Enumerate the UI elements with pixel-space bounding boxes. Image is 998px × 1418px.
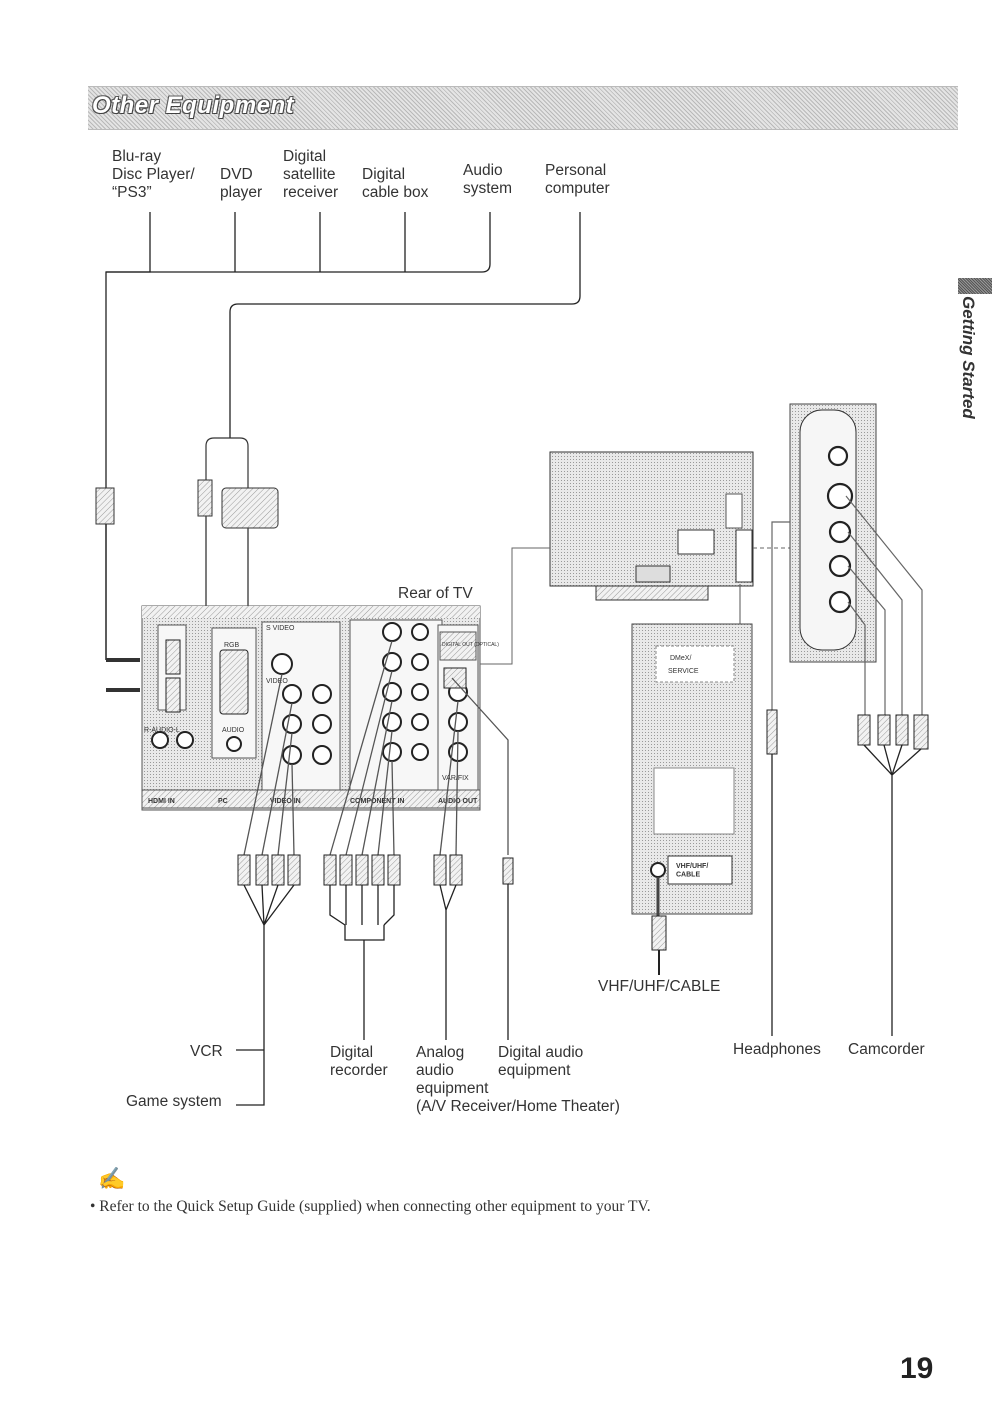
hdmi-in-label: HDMI IN	[148, 798, 175, 805]
service-label: SERVICE	[668, 668, 699, 675]
vga-connector	[221, 487, 279, 529]
antenna-port	[650, 862, 666, 878]
plug-row	[237, 854, 514, 886]
vhf-port-label: VHF/UHF/CABLE	[676, 863, 708, 878]
video-in-label: VIDEO IN	[270, 798, 301, 805]
antenna-plug	[651, 915, 667, 951]
label-vhf-uhf-cable: VHF/UHF/CABLE	[598, 978, 721, 995]
label-analog-audio: Analog audio equipment	[416, 1044, 489, 1097]
digital-out-label: DIGITAL OUT (OPTICAL)	[442, 642, 499, 648]
dmex-label: DMeX/	[670, 655, 691, 662]
hdmi-plug	[95, 487, 115, 525]
tv-rear-view	[549, 451, 754, 601]
label-digital-recorder: Digital recorder	[330, 1044, 388, 1079]
side-jacks	[826, 445, 854, 614]
source-lines	[105, 212, 581, 490]
section-title: Other Equipment	[92, 92, 295, 119]
pc-cables	[205, 437, 249, 488]
side-cables	[771, 495, 923, 715]
label-dvd: DVD player	[220, 166, 263, 201]
rgb-label: RGB	[224, 642, 240, 649]
r-audio-l-label: R-AUDIO-L	[144, 727, 180, 734]
device-lines	[236, 884, 509, 1106]
audio-label: AUDIO	[222, 727, 245, 734]
label-headphones: Headphones	[733, 1041, 821, 1058]
side-tab-marker	[958, 278, 992, 294]
audio-out-label: AUDIO OUT	[438, 798, 478, 805]
component-in-label: COMPONENT IN	[350, 798, 404, 805]
label-personal-computer: Personal computer	[545, 162, 610, 197]
note-pencil-icon: ✍	[98, 1166, 126, 1191]
rear-of-tv-label: Rear of TV	[398, 585, 473, 602]
label-camcorder: Camcorder	[848, 1041, 925, 1058]
side-plugs	[766, 709, 929, 755]
rgb-port	[219, 649, 249, 715]
svideo-label: S VIDEO	[266, 625, 295, 632]
var-fix-label: VAR/FIX	[442, 775, 469, 782]
optical-port	[443, 667, 467, 689]
label-game-system: Game system	[126, 1093, 222, 1110]
label-digital-audio: Digital audio equipment	[498, 1044, 584, 1079]
video-label: VIDEO	[266, 678, 288, 685]
label-cablebox: Digital cable box	[362, 166, 429, 201]
page-number: 19	[900, 1352, 934, 1385]
hdmi-port-1	[165, 639, 181, 675]
rear-cables	[243, 640, 509, 856]
audio-mini-plug	[197, 479, 213, 517]
hdmi-port-2	[165, 677, 181, 713]
label-audio-system: Audio system	[463, 162, 513, 197]
pc-label: PC	[218, 798, 228, 805]
section-title-bar	[88, 86, 958, 130]
rear-jacks	[151, 622, 468, 765]
label-av-receiver: (A/V Receiver/Home Theater)	[416, 1098, 620, 1115]
note-text: • Refer to the Quick Setup Guide (suppli…	[90, 1198, 651, 1215]
label-bluray: Blu-ray Disc Player/ “PS3”	[112, 148, 195, 201]
label-satellite: Digital satellite receiver	[283, 148, 339, 201]
label-vcr: VCR	[190, 1043, 223, 1060]
